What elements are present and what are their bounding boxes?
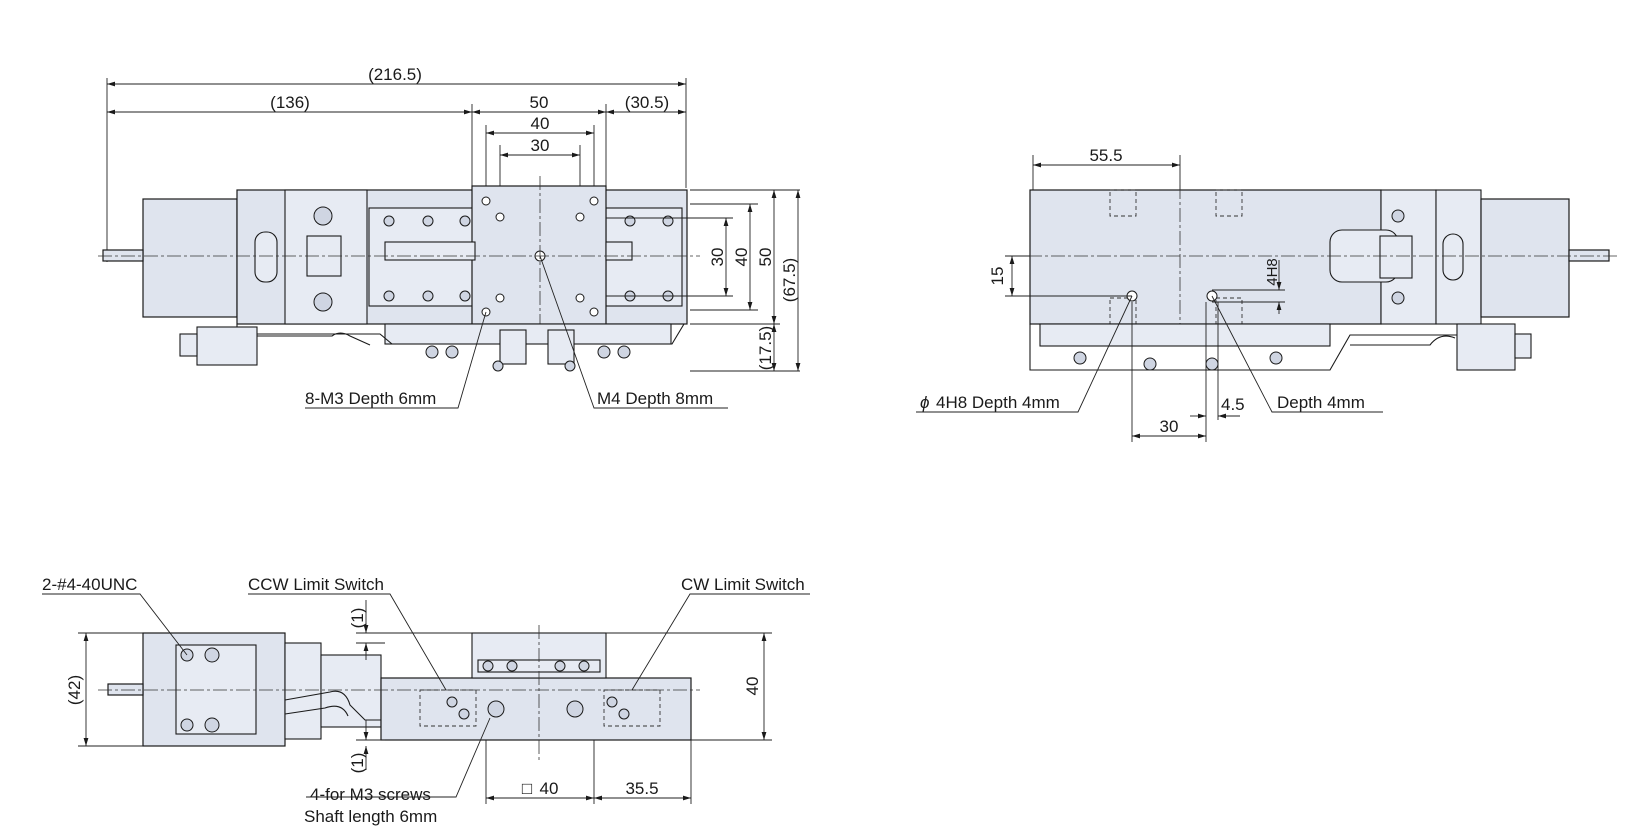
housing-slot bbox=[254, 231, 278, 283]
callout-slot-depth: Depth 4mm bbox=[1277, 393, 1365, 412]
end-motor-shaft bbox=[107, 683, 144, 696]
dim-side-4H8: 4H8 bbox=[1264, 258, 1281, 286]
end-body bbox=[380, 677, 692, 741]
dim-side-4-5: 4.5 bbox=[1221, 395, 1245, 414]
callout-center-hole: M4 Depth 8mm bbox=[597, 389, 713, 408]
side-body bbox=[1029, 189, 1382, 325]
dim-end-35-5: 35.5 bbox=[625, 779, 658, 798]
side-motor-shaft bbox=[1568, 249, 1610, 262]
callout-unc: 2-#4-40UNC bbox=[42, 575, 137, 594]
table-mount-holes bbox=[481, 196, 599, 317]
top-view: (216.5) (136) 50 (30.5) 40 30 bbox=[98, 65, 801, 409]
callout-pin-hole: 4H8 Depth 4mm bbox=[936, 393, 1060, 412]
dim-end-side: (30.5) bbox=[625, 93, 669, 112]
dim-overall-length: (216.5) bbox=[368, 65, 422, 84]
callout-mount-holes: 8-M3 Depth 6mm bbox=[305, 389, 436, 408]
dim-v-overall: (67.5) bbox=[780, 258, 799, 302]
dim-v-bottom: (17.5) bbox=[756, 326, 775, 370]
dim-end-gap-bottom: (1) bbox=[348, 753, 367, 774]
callout-ccw: CCW Limit Switch bbox=[248, 575, 384, 594]
connector-block bbox=[196, 326, 258, 366]
side-view: 55.5 15 4H8 bbox=[916, 146, 1620, 442]
side-connector bbox=[1456, 323, 1516, 371]
dim-side-15: 15 bbox=[988, 267, 1007, 286]
dim-hole-pitch-30: 30 bbox=[531, 136, 550, 155]
lead-screw bbox=[384, 241, 476, 261]
bottom-plate bbox=[384, 323, 672, 345]
dim-v-30: 30 bbox=[708, 248, 727, 267]
callout-cw: CW Limit Switch bbox=[681, 575, 805, 594]
square-symbol: □ bbox=[522, 779, 532, 798]
dim-side-offset: 55.5 bbox=[1089, 146, 1122, 165]
dim-end-42: (42) bbox=[65, 675, 84, 705]
motor-shaft bbox=[102, 249, 144, 262]
rail-screws bbox=[313, 206, 674, 312]
side-motor bbox=[1480, 198, 1570, 318]
dim-side-30: 30 bbox=[1160, 417, 1179, 436]
motor-block bbox=[142, 198, 238, 318]
end-view: (42) (1) (1) 40 □ 40 35.5 2-#4-40UNC CCW… bbox=[42, 575, 810, 826]
dim-hole-pitch-40: 40 bbox=[531, 114, 550, 133]
dim-end-square: 40 bbox=[540, 779, 559, 798]
end-screws bbox=[180, 647, 630, 733]
dim-v-50: 50 bbox=[756, 248, 775, 267]
pin-symbol: ϕ bbox=[920, 393, 929, 412]
dim-end-40: 40 bbox=[743, 677, 762, 696]
callout-screws-line1: 4-for M3 screws bbox=[310, 785, 431, 804]
dim-motor-side: (136) bbox=[270, 93, 310, 112]
dim-v-40: 40 bbox=[732, 248, 751, 267]
dim-end-gap-top: (1) bbox=[348, 608, 367, 629]
dim-table-width: 50 bbox=[530, 93, 549, 112]
callout-screws-line2: Shaft length 6mm bbox=[304, 807, 437, 826]
